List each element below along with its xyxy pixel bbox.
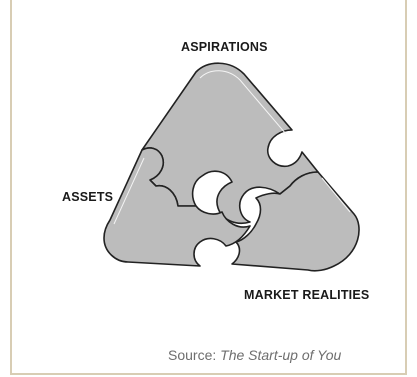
figure-frame [10, 0, 407, 375]
source-prefix: Source: [168, 347, 221, 363]
assets-puzzle-piece [103, 147, 251, 267]
market-realities-label: MARKET REALITIES [244, 288, 370, 302]
aspirations-label: ASPIRATIONS [181, 40, 268, 54]
market-realities-puzzle-piece [231, 171, 360, 272]
source-title: The Start-up of You [220, 347, 342, 363]
source-caption: Source: The Start-up of You [168, 347, 341, 363]
assets-label: ASSETS [62, 190, 114, 204]
